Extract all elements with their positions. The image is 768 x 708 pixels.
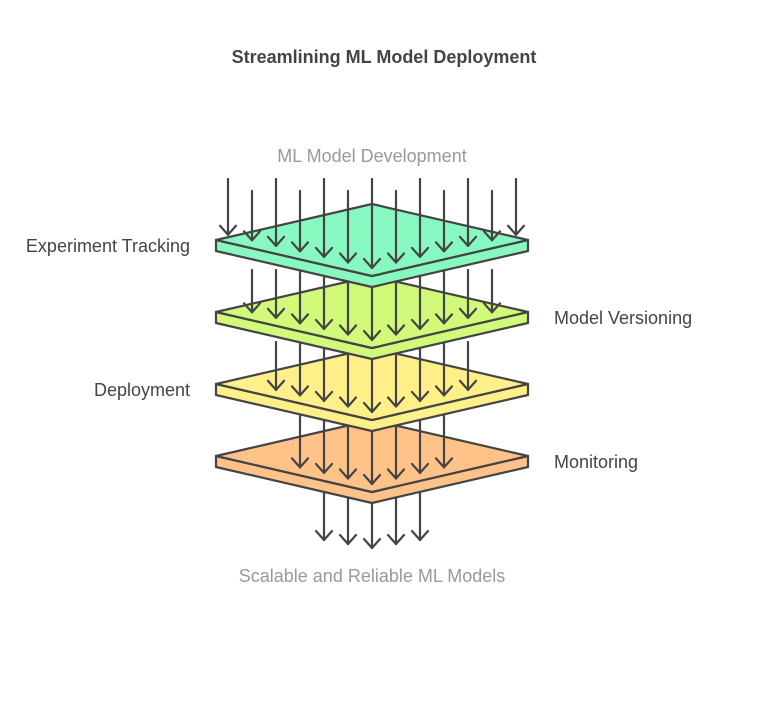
- arrow: [314, 340, 334, 403]
- layer-label-experiment-tracking: Experiment Tracking: [25, 236, 190, 256]
- arrow: [458, 268, 478, 319]
- arrow: [410, 340, 430, 403]
- arrow-head: [362, 401, 382, 414]
- arrow-head: [290, 313, 310, 325]
- arrows-into-model-versioning: [242, 268, 502, 342]
- arrow-head: [458, 235, 478, 247]
- arrow-head: [314, 246, 334, 259]
- arrow-head: [506, 224, 526, 236]
- arrow-head: [218, 224, 238, 236]
- arrow-head: [410, 318, 430, 331]
- arrow-head: [290, 385, 310, 397]
- arrow: [410, 177, 430, 259]
- arrow: [410, 490, 430, 542]
- arrow: [434, 189, 454, 253]
- arrow: [242, 189, 262, 242]
- arrow-head: [434, 313, 454, 325]
- input-arrows: [218, 177, 526, 270]
- arrow: [506, 177, 526, 236]
- arrow-head: [386, 396, 406, 408]
- arrow-head: [410, 529, 430, 542]
- arrow: [290, 268, 310, 325]
- arrow: [314, 412, 334, 475]
- arrow-head: [290, 241, 310, 253]
- arrow: [338, 490, 358, 546]
- layer-label-deployment: Deployment: [93, 380, 190, 400]
- arrow-head: [362, 473, 382, 486]
- arrow-head: [362, 329, 382, 342]
- arrow-head: [242, 230, 262, 242]
- arrow-head: [386, 468, 406, 480]
- arrow-head: [386, 533, 406, 546]
- arrow-head: [314, 462, 334, 475]
- arrow-head: [338, 533, 358, 546]
- arrow: [482, 268, 502, 314]
- arrow: [266, 268, 286, 319]
- arrow-head: [410, 462, 430, 475]
- arrow-head: [434, 385, 454, 397]
- arrow-head: [434, 241, 454, 253]
- arrow: [410, 412, 430, 475]
- arrow-head: [266, 235, 286, 247]
- arrow-head: [266, 379, 286, 391]
- arrow: [266, 340, 286, 391]
- arrow: [482, 189, 502, 242]
- output-arrows: [314, 490, 430, 550]
- arrow-head: [410, 390, 430, 403]
- arrow-head: [458, 379, 478, 391]
- arrow: [218, 177, 238, 236]
- arrow: [434, 412, 454, 469]
- arrow: [314, 177, 334, 259]
- arrow-head: [314, 318, 334, 331]
- arrow-head: [410, 246, 430, 259]
- arrow: [458, 340, 478, 391]
- arrow-head: [242, 302, 262, 314]
- arrow: [314, 268, 334, 331]
- arrow-head: [482, 230, 502, 242]
- arrow-head: [362, 537, 382, 550]
- arrow: [386, 490, 406, 546]
- arrow-head: [482, 302, 502, 314]
- arrow: [290, 412, 310, 469]
- output-label: Scalable and Reliable ML Models: [238, 566, 506, 586]
- arrow-head: [338, 252, 358, 264]
- arrow-head: [338, 324, 358, 336]
- arrow: [314, 490, 334, 542]
- arrow-head: [338, 396, 358, 408]
- arrow: [458, 177, 478, 247]
- arrow: [410, 268, 430, 331]
- arrow-head: [266, 307, 286, 319]
- arrow-head: [386, 324, 406, 336]
- arrow: [242, 268, 262, 314]
- diagram-title: Streamlining ML Model Deployment: [231, 47, 537, 67]
- arrow-head: [314, 390, 334, 403]
- input-label: ML Model Development: [277, 146, 467, 166]
- layer-label-monitoring: Monitoring: [554, 452, 639, 472]
- arrow-head: [386, 252, 406, 264]
- arrow-head: [314, 529, 334, 542]
- arrow: [290, 189, 310, 253]
- arrow-head: [458, 307, 478, 319]
- arrow: [434, 268, 454, 325]
- arrow: [362, 177, 382, 270]
- arrow-head: [290, 457, 310, 469]
- arrow: [338, 189, 358, 264]
- arrow-head: [362, 257, 382, 270]
- layer-label-model-versioning: Model Versioning: [554, 308, 693, 328]
- arrow: [266, 177, 286, 247]
- arrow-head: [434, 457, 454, 469]
- arrow-head: [338, 468, 358, 480]
- arrow: [434, 340, 454, 397]
- arrow: [386, 189, 406, 264]
- arrow: [290, 340, 310, 397]
